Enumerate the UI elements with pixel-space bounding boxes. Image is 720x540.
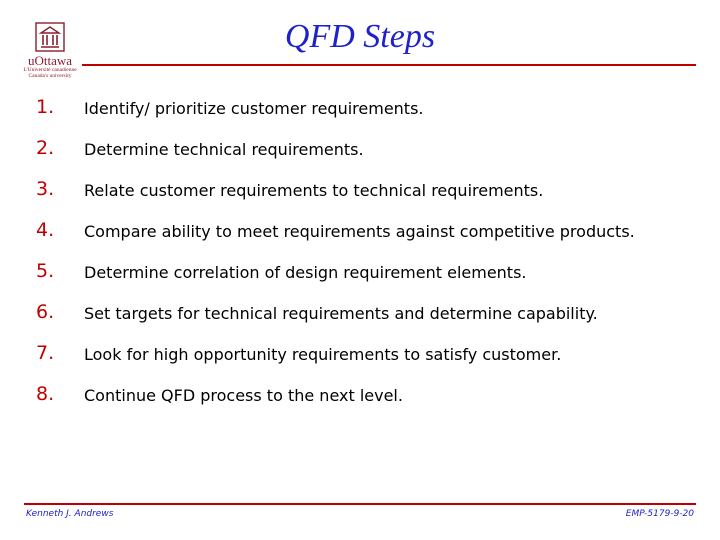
step-text: Look for high opportunity requirements t… (84, 345, 562, 364)
step-text: Compare ability to meet requirements aga… (84, 222, 635, 241)
step-text: Determine technical requirements. (84, 140, 364, 159)
step-number: 7. (36, 342, 55, 364)
list-item: 2. Determine technical requirements. (0, 137, 720, 167)
step-text: Set targets for technical requirements a… (84, 304, 598, 323)
step-text: Determine correlation of design requirem… (84, 263, 527, 282)
step-text: Relate customer requirements to technica… (84, 181, 544, 200)
step-number: 6. (36, 301, 55, 323)
step-number: 5. (36, 260, 55, 282)
step-number: 3. (36, 178, 55, 200)
slide-title: QFD Steps (284, 18, 436, 55)
list-item: 1. Identify/ prioritize customer require… (0, 96, 720, 126)
list-item: 5. Determine correlation of design requi… (0, 260, 720, 290)
university-logo: uOttawa L'Université canadienne Canada's… (20, 22, 80, 92)
logo-subtext-2: Canada's university (28, 73, 72, 79)
list-item: 4. Compare ability to meet requirements … (0, 219, 720, 249)
logo-wordmark: uOttawa (27, 53, 73, 68)
footer-divider (24, 503, 696, 505)
step-number: 1. (36, 96, 55, 118)
step-number: 2. (36, 137, 55, 159)
list-item: 3. Relate customer requirements to techn… (0, 178, 720, 208)
title-divider (82, 64, 696, 66)
step-number: 4. (36, 219, 55, 241)
footer-author: Kenneth J. Andrews (26, 509, 114, 519)
list-item: 6. Set targets for technical requirement… (0, 301, 720, 331)
step-number: 8. (36, 383, 55, 405)
list-item: 7. Look for high opportunity requirement… (0, 342, 720, 372)
step-text: Identify/ prioritize customer requiremen… (84, 99, 424, 118)
footer-code: EMP-5179-9-20 (625, 509, 694, 519)
building-icon (35, 22, 65, 52)
step-text: Continue QFD process to the next level. (84, 386, 403, 405)
logo-subtext-1: L'Université canadienne (23, 67, 77, 73)
list-item: 8. Continue QFD process to the next leve… (0, 383, 720, 413)
